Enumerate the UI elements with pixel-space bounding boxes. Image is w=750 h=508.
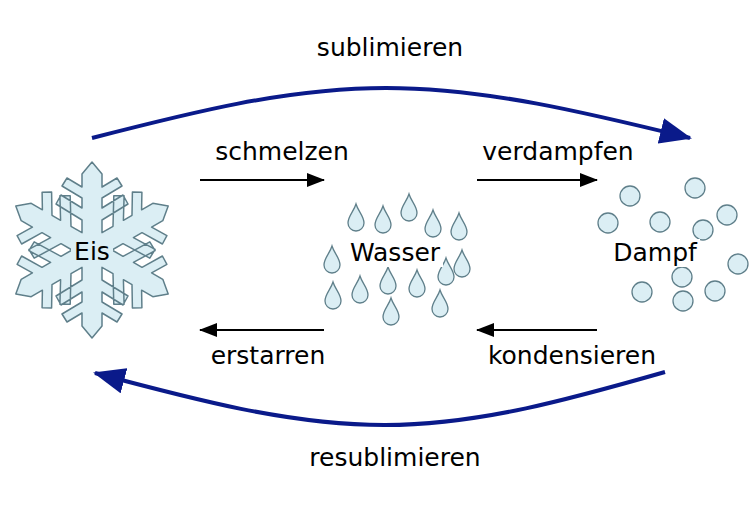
water-drop	[454, 250, 470, 277]
water-drop	[375, 206, 391, 233]
water-drop	[383, 298, 399, 325]
transition-label: sublimieren	[314, 34, 466, 63]
water-drop	[409, 270, 425, 297]
transition-label: schmelzen	[212, 138, 352, 167]
water-drop	[425, 210, 441, 237]
transition-label: kondensieren	[485, 342, 659, 371]
ice-snowflake: Eis	[4, 162, 180, 338]
snowflake-outline	[16, 162, 168, 338]
vapour-bubble	[693, 220, 713, 240]
water-drop	[451, 213, 467, 240]
vapour-bubble	[705, 281, 725, 301]
state-label: Wasser	[347, 239, 443, 268]
state-label: Eis	[71, 238, 113, 267]
straight-arrow	[477, 329, 597, 331]
water-drop	[352, 276, 368, 303]
transition-label: resublimieren	[306, 444, 483, 473]
vapour-bubble	[598, 213, 618, 233]
vapour-bubble	[632, 282, 652, 302]
state-label: Dampf	[610, 239, 700, 268]
water-drop	[432, 290, 448, 317]
vapour-bubble	[673, 291, 693, 311]
vapour-bubble	[620, 186, 640, 206]
water-drop	[348, 204, 364, 231]
transition-label: erstarren	[208, 342, 329, 371]
water-drop	[380, 267, 396, 294]
vapour-bubble	[728, 254, 748, 274]
straight-arrow	[200, 329, 324, 331]
water-drop	[401, 194, 417, 221]
curved-arrow	[95, 372, 665, 425]
vapour-bubble	[717, 205, 737, 225]
curved-arrow	[92, 88, 690, 138]
water-drop	[324, 246, 340, 273]
straight-arrow	[200, 179, 324, 181]
vapour-bubble	[672, 267, 692, 287]
transition-label: verdampfen	[479, 138, 636, 167]
vapour-bubble	[650, 212, 670, 232]
vapour-bubble	[685, 178, 705, 198]
vapour-bubbles: Dampf	[595, 178, 745, 308]
water-drop	[325, 282, 341, 309]
straight-arrow	[477, 179, 597, 181]
water-drops: Wasser	[318, 192, 473, 332]
